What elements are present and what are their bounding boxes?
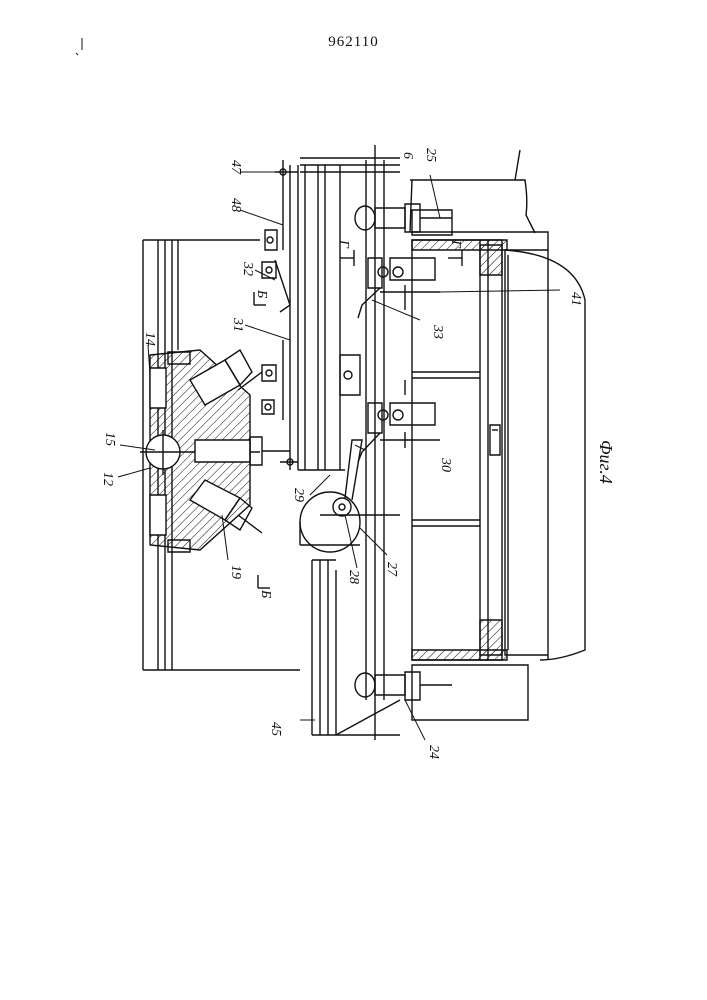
label-48: 48 (228, 198, 243, 212)
section-mark-g-left: Г (336, 239, 351, 249)
label-6: 6 (400, 152, 415, 159)
section-mark-g-right: Г (448, 239, 463, 249)
label-45: 45 (268, 722, 283, 736)
label-29: 29 (291, 488, 306, 502)
right-frame (410, 150, 585, 720)
label-15: 15 (102, 432, 117, 446)
label-32: 32 (240, 261, 255, 276)
carriage-rails (275, 160, 360, 470)
rail-45 (312, 560, 400, 735)
label-12: 12 (100, 472, 115, 486)
levers (262, 230, 440, 462)
label-31: 31 (230, 317, 245, 332)
label-24: 24 (426, 745, 441, 759)
label-25: 25 (423, 148, 438, 162)
label-30: 30 (438, 457, 453, 472)
section-markers (254, 250, 462, 588)
label-27: 27 (384, 562, 399, 577)
label-19: 19 (228, 565, 243, 579)
figure-caption: Фиг.4 (596, 440, 616, 484)
label-33: 33 (430, 324, 445, 339)
label-28: 28 (346, 570, 361, 584)
label-41: 41 (568, 292, 583, 306)
section-mark-b-bottom: Б (258, 589, 273, 598)
label-14: 14 (142, 332, 157, 346)
label-47: 47 (228, 160, 243, 175)
section-mark-b-top: Б (254, 289, 269, 298)
